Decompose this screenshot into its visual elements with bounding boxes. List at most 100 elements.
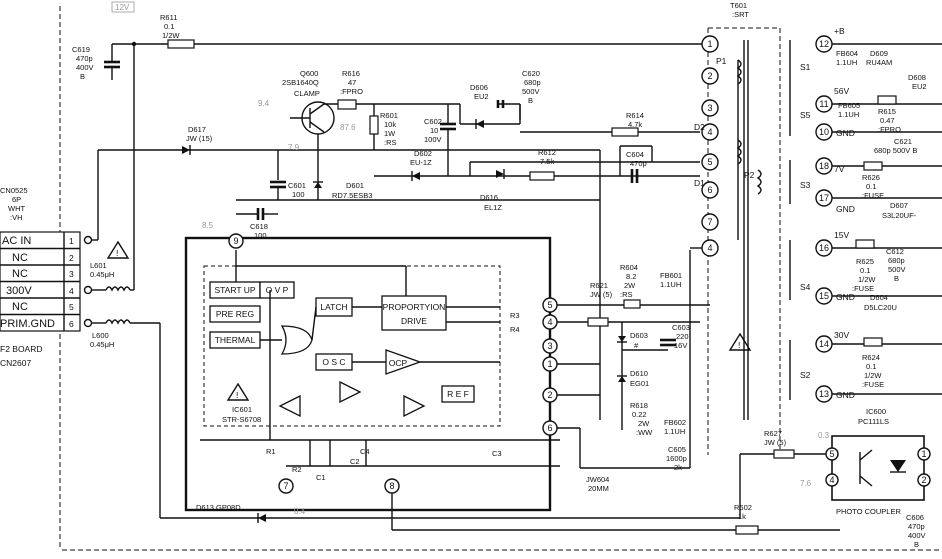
t601-type: :SRT	[732, 10, 749, 19]
cn-row-2: NC	[12, 252, 28, 264]
r624-type: :FUSE	[862, 380, 884, 389]
c620-ref: C620	[522, 69, 540, 78]
r611-val: 0.1	[164, 22, 174, 31]
c620-type: B	[528, 96, 533, 105]
xfmr-pin-4b: 4	[701, 239, 719, 257]
xfmr-pin-14: 14	[815, 335, 833, 353]
c612-ref: C612	[886, 247, 904, 256]
svg-text:5: 5	[547, 300, 552, 310]
xfmr-pin-4a: 4	[701, 123, 719, 141]
svg-text:2: 2	[707, 71, 712, 81]
r614-val: 4.7k	[628, 120, 642, 129]
l601-ref: L601	[90, 261, 107, 270]
fb604-ref: FB604	[836, 49, 858, 58]
rail-30v: 30V	[834, 330, 849, 340]
r627-val: JW (5)	[764, 438, 787, 447]
blk-ref: R E F	[447, 389, 469, 399]
r624-watt: 1/2W	[864, 371, 882, 380]
r626-type: :FUSE	[862, 191, 884, 200]
d606-ref: D606	[470, 83, 488, 92]
r616-type: :FPRO	[340, 87, 363, 96]
ic-pin-9: 9	[228, 233, 244, 249]
q600-part: 2SB1640Q	[282, 78, 319, 87]
comp-c3: C3	[492, 449, 502, 458]
photo-pin-1: 1	[917, 447, 931, 461]
fb604-val: 1.1UH	[836, 58, 857, 67]
svg-text:1: 1	[921, 449, 926, 459]
svg-text:15: 15	[819, 291, 829, 301]
photo-pin-4: 4	[825, 473, 839, 487]
d607-ref: D607	[890, 201, 908, 210]
svg-text:3: 3	[69, 269, 74, 279]
svg-text:1: 1	[707, 39, 712, 49]
svg-text:1: 1	[69, 236, 74, 246]
c621-ref: C621	[894, 137, 912, 146]
svg-text:16: 16	[819, 243, 829, 253]
r602-val: 1k	[738, 512, 746, 521]
d601-val: RD7.5ESB3	[332, 191, 372, 200]
ic-pin-5: 5	[542, 297, 558, 313]
d607-val: S3L20UF-	[882, 211, 917, 220]
c621-val: 680p 500V B	[874, 146, 917, 155]
top-tag: 12V	[115, 3, 130, 12]
winding-s5: S5	[800, 110, 811, 120]
c612-volt: 500V	[888, 265, 906, 274]
r601-val: 10k	[384, 120, 396, 129]
blk-osc: O S C	[322, 357, 345, 367]
svg-text:4: 4	[829, 475, 834, 485]
board-line2: CN2607	[0, 358, 31, 368]
r626-ref: R626	[862, 173, 880, 182]
c602-volt: 100V	[424, 135, 442, 144]
svg-text:13: 13	[819, 389, 829, 399]
r604-watt: 2W	[624, 281, 636, 290]
blk-thermal: THERMAL	[215, 335, 256, 345]
photo-pin-2: 2	[917, 473, 931, 487]
d606-val: EU2	[474, 92, 489, 101]
d602-ref: D602	[414, 149, 432, 158]
d604-ref: D604	[870, 293, 888, 302]
cn-row-3: NC	[12, 268, 28, 280]
c619-volt: 400V	[76, 63, 94, 72]
rail-gnd-1: GND	[836, 128, 855, 138]
comp-r4: R4	[510, 325, 520, 334]
svg-text:5: 5	[829, 449, 834, 459]
rail-7v: 7V	[834, 164, 845, 174]
warning-icon: !	[226, 382, 250, 401]
c612-val: 680p	[888, 256, 905, 265]
c603-volt: 16V	[674, 341, 687, 350]
svg-text:8: 8	[389, 481, 394, 491]
ic-pin-4: 4	[542, 314, 558, 330]
fb605-val: 1.1UH	[838, 110, 859, 119]
svg-text:2: 2	[547, 390, 552, 400]
r612-val: 7.5k	[540, 157, 554, 166]
blk-prop: PROPORTYION	[383, 302, 446, 312]
xfmr-pin-15: 15	[815, 287, 833, 305]
q600-ref: Q600	[300, 69, 318, 78]
c612-type: B	[894, 274, 899, 283]
photo-pin-5: 5	[825, 447, 839, 461]
rail-gnd-3: GND	[836, 292, 855, 302]
r615-ref: R615	[878, 107, 896, 116]
d603-val: #	[634, 341, 639, 350]
r601-type: :RS	[384, 138, 397, 147]
xfmr-pin-5: 5	[701, 153, 719, 171]
ic-pin-8: 8	[384, 478, 400, 494]
d609-val: RU4AM	[866, 58, 892, 67]
d617-val: JW (15)	[186, 134, 213, 143]
r624-ref: R624	[862, 353, 880, 362]
r602-ref: R602	[734, 503, 752, 512]
d601-ref: D601	[346, 181, 364, 190]
c619-val: 470p	[76, 54, 93, 63]
cn-pins: 6P	[12, 195, 21, 204]
svg-text:7: 7	[283, 481, 288, 491]
r615-type: :FPRO	[878, 125, 901, 134]
svg-text:6: 6	[707, 185, 712, 195]
c604-ref: C604	[626, 150, 644, 159]
r625-watt: 1/2W	[858, 275, 876, 284]
rail-56v: 56V	[834, 86, 849, 96]
photo-label: PHOTO COUPLER	[836, 507, 901, 516]
cn-color: WHT	[8, 204, 25, 213]
blk-ocp: OCP	[389, 358, 408, 368]
svg-text:5: 5	[707, 157, 712, 167]
svg-text:11: 11	[819, 99, 828, 109]
